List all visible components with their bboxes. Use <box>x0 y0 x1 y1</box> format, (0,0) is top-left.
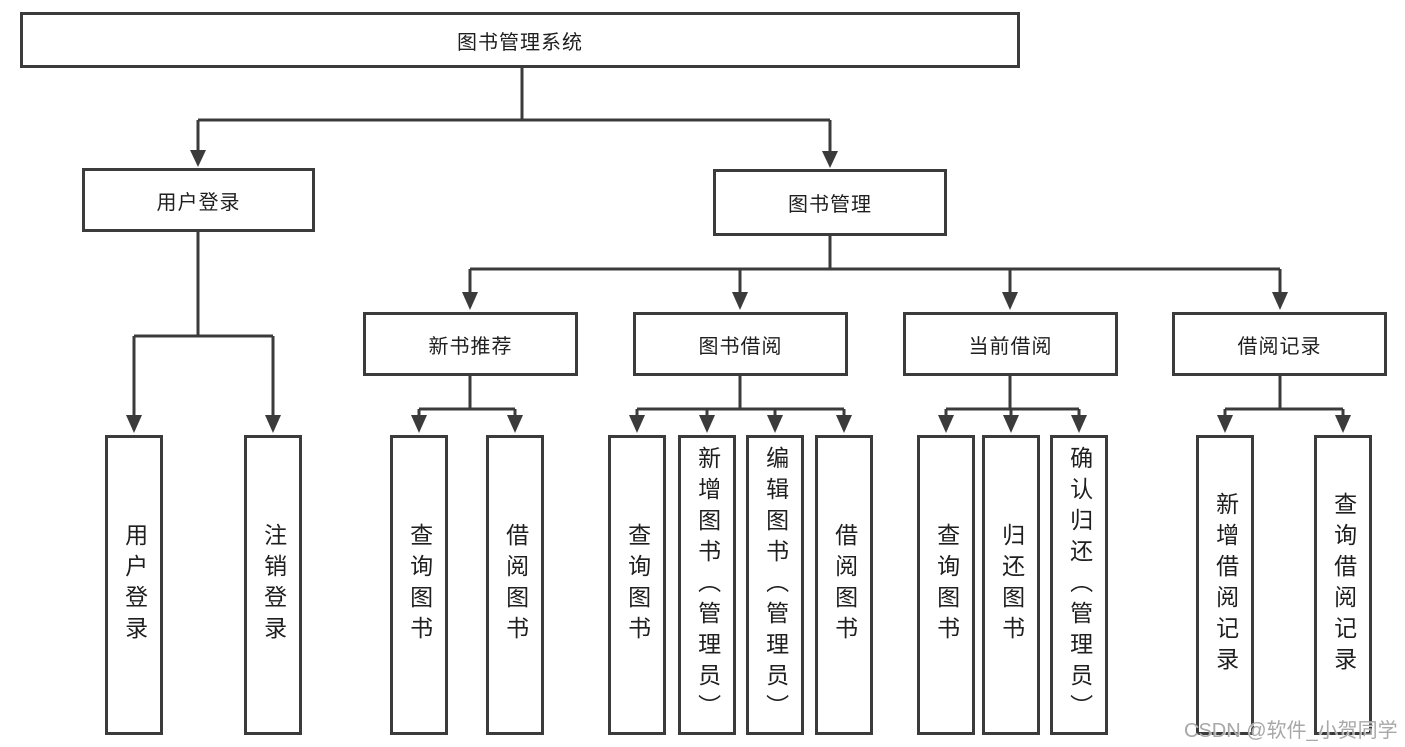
leaf-add-book-admin: 新增图书（管理员） <box>678 435 736 735</box>
leaf-query-borrow-record-label: 查询借阅记录 <box>1330 492 1357 678</box>
leaf-confirm-return-admin: 确认归还（管理员） <box>1050 435 1108 735</box>
node-user-login-label: 用户登录 <box>156 191 241 214</box>
connector-root-to-level2 <box>190 68 838 168</box>
leaf-borrow-books-2-label: 借阅图书 <box>831 523 858 647</box>
leaf-user-login: 用户登录 <box>105 435 163 735</box>
leaf-query-borrow-record: 查询借阅记录 <box>1314 435 1372 735</box>
leaf-add-borrow-record: 新增借阅记录 <box>1196 435 1254 735</box>
connector-records-to-leaves <box>1217 376 1351 433</box>
node-root-label: 图书管理系统 <box>457 31 583 54</box>
node-borrowing-records: 借阅记录 <box>1172 312 1387 376</box>
leaf-logout-label: 注销登录 <box>260 523 287 647</box>
node-user-login: 用户登录 <box>82 168 315 232</box>
leaf-return-book-label: 归还图书 <box>998 523 1025 647</box>
leaf-user-login-label: 用户登录 <box>121 523 148 647</box>
leaf-add-book-admin-label: 新增图书（管理员） <box>694 445 721 725</box>
leaf-edit-book-admin-label: 编辑图书（管理员） <box>762 445 789 725</box>
leaf-query-books-1-label: 查询图书 <box>406 523 433 647</box>
leaf-logout: 注销登录 <box>244 435 302 735</box>
connector-bookmgmt-to-level3 <box>462 236 1288 310</box>
connector-current-to-leaves <box>938 376 1087 433</box>
node-borrowing-records-label: 借阅记录 <box>1237 335 1322 358</box>
node-new-book-recommend-label: 新书推荐 <box>428 335 513 358</box>
leaf-return-book: 归还图书 <box>982 435 1040 735</box>
leaf-query-books-3-label: 查询图书 <box>933 523 960 647</box>
node-book-borrowing: 图书借阅 <box>633 312 848 376</box>
leaf-query-books-2: 查询图书 <box>608 435 666 735</box>
leaf-query-books-3: 查询图书 <box>917 435 975 735</box>
node-current-borrowing: 当前借阅 <box>903 312 1118 376</box>
node-new-book-recommend: 新书推荐 <box>363 312 578 376</box>
node-book-management-label: 图书管理 <box>788 194 872 216</box>
leaf-borrow-books-2: 借阅图书 <box>815 435 873 735</box>
csdn-watermark: CSDN @软件_小贺同学 <box>1184 720 1398 742</box>
node-root-system: 图书管理系统 <box>20 12 1020 68</box>
leaf-query-books-2-label: 查询图书 <box>624 523 651 647</box>
leaf-query-books-1: 查询图书 <box>390 435 448 735</box>
connector-newbook-to-leaves <box>411 376 523 433</box>
connector-userlogin-to-leaves <box>126 232 281 433</box>
leaf-add-borrow-record-label: 新增借阅记录 <box>1212 492 1239 678</box>
node-book-management: 图书管理 <box>713 169 947 236</box>
node-current-borrowing-label: 当前借阅 <box>968 335 1053 358</box>
leaf-confirm-return-admin-label: 确认归还（管理员） <box>1066 445 1093 725</box>
leaf-borrow-books-1: 借阅图书 <box>486 435 544 735</box>
leaf-edit-book-admin: 编辑图书（管理员） <box>746 435 804 735</box>
leaf-borrow-books-1-label: 借阅图书 <box>502 523 529 647</box>
node-book-borrowing-label: 图书借阅 <box>698 335 783 358</box>
connector-borrow-to-leaves <box>629 376 852 433</box>
